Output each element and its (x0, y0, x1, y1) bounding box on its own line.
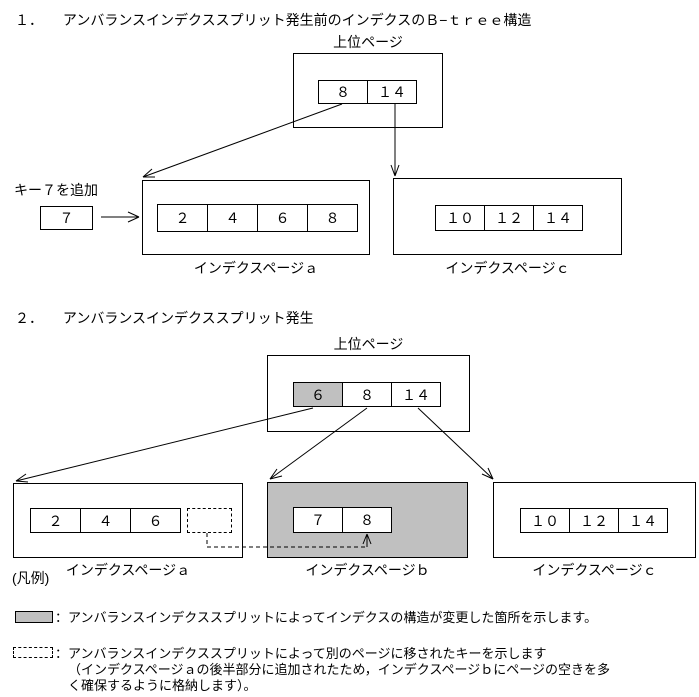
key-cell: ６ (130, 508, 181, 533)
key-cell: １４ (391, 382, 441, 407)
section2-number: ２． (15, 310, 43, 326)
key-cell: １０ (435, 205, 485, 231)
section1-page-a-label: インデクスページａ (193, 260, 319, 276)
key-cell: ７ (293, 507, 343, 533)
key-cell: ２ (30, 508, 81, 533)
legend-dashed-text-line1: ：アンバランスインデクススプリットによって別のページに移されたキーを示します (55, 646, 547, 661)
section1-root-cells: ８ １４ (318, 80, 417, 104)
key-cell: ８ (318, 80, 368, 104)
section2-page-c-cells: １０ １２ １４ (520, 508, 668, 533)
section2-title: ２． アンバランスインデクススプリット発生 (15, 308, 314, 328)
insert-key-box: ７ (40, 206, 93, 230)
section2-root-cells: ６ ８ １４ (293, 382, 441, 407)
legend-gray-swatch (15, 611, 53, 623)
moved-key-placeholder-cell (187, 508, 232, 533)
key-cell: １４ (367, 80, 417, 104)
key-cell: ８ (342, 507, 392, 533)
key-cell: １４ (618, 508, 668, 533)
section1-page-c-cells: １０ １２ １４ (435, 205, 583, 231)
key-cell: １２ (569, 508, 619, 533)
key-cell: ２ (157, 204, 208, 232)
legend-dashed-text-line2: （インデクスページａの後半部分に追加されたため，インデクスページｂにページの空き… (68, 662, 610, 677)
key-cell: ７ (40, 206, 93, 230)
key-cell: ８ (342, 382, 392, 407)
key-cell: ４ (207, 204, 258, 232)
key-cell: １２ (484, 205, 534, 231)
key-cell: ６ (257, 204, 308, 232)
key-cell: ４ (80, 508, 131, 533)
section1-title: １． アンバランスインデクススプリット発生前のインデクスのＢ−ｔｒｅｅ構造 (15, 10, 531, 30)
section1-title-text: アンバランスインデクススプリット発生前のインデクスのＢ−ｔｒｅｅ構造 (62, 12, 532, 28)
key-cell-highlighted: ６ (293, 382, 343, 407)
legend-title: (凡例) (12, 570, 50, 586)
key-cell: １４ (533, 205, 583, 231)
key-cell: １０ (520, 508, 570, 533)
legend-dashed-swatch (13, 647, 53, 658)
section1-number: １． (15, 12, 43, 28)
insert-key-note: キー７を追加 (14, 182, 98, 198)
section1-page-a-cells: ２ ４ ６ ８ (157, 204, 358, 232)
section2-page-b-label: インデクスページｂ (305, 562, 430, 578)
legend-dashed-text-line3: く確保するように格納します）。 (68, 678, 257, 693)
section2-root-label: 上位ページ (333, 336, 404, 352)
arrow-key7-to-page-a (101, 211, 140, 223)
section2-page-b-cells: ７ ８ (293, 507, 392, 533)
section1-page-c-label: インデクスページｃ (445, 260, 570, 276)
key-cell: ８ (307, 204, 358, 232)
legend-gray-text: ：アンバランスインデクススプリットによってインデクスの構造が変更した箇所を示しま… (55, 610, 598, 625)
section2-page-a-cells: ２ ４ ６ (30, 508, 181, 533)
section2-page-c-label: インデクスページｃ (532, 562, 657, 578)
section1-root-label: 上位ページ (333, 34, 403, 50)
section2-page-a-label: インデクスページａ (65, 562, 191, 578)
section2-title-text: アンバランスインデクススプリット発生 (62, 310, 314, 326)
